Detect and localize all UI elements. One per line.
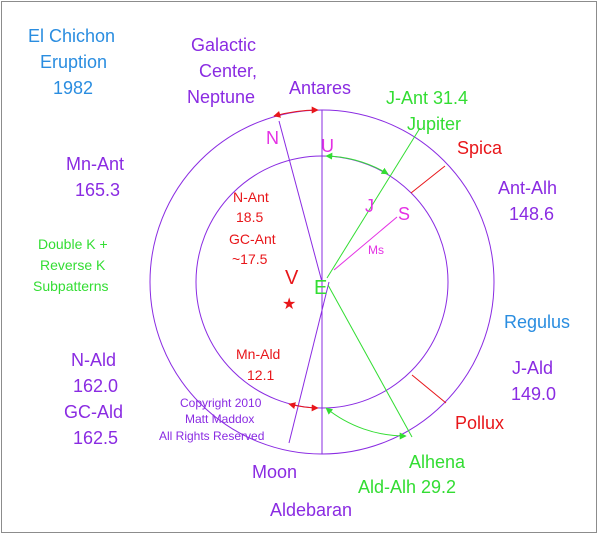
label-moon: Moon <box>252 462 297 482</box>
label-antares: Antares <box>289 78 351 98</box>
label-gc-ald-value: 162.5 <box>73 428 118 448</box>
copyright-line3: All Rights Reserved <box>159 429 264 443</box>
arc-mn-ald <box>288 402 319 412</box>
label-gc-ant-value: ~17.5 <box>232 251 268 267</box>
label-regulus: Regulus <box>504 312 570 332</box>
label-jupiter: Jupiter <box>407 114 461 134</box>
arc-n-ant <box>273 106 319 118</box>
arc-j-ant <box>325 152 389 175</box>
label-ms: Ms <box>368 243 384 257</box>
gc-line2: Center, <box>199 61 257 81</box>
label-n-ant-value: 18.5 <box>236 209 263 225</box>
jupiter-line <box>326 127 421 279</box>
label-gc-ant-name: GC-Ant <box>229 231 276 247</box>
label-ant-alh-value: 148.6 <box>509 204 554 224</box>
glyph-uranus: U <box>321 136 334 156</box>
label-n-ant-name: N-Ant <box>233 189 269 205</box>
pattern-line1: Double K + <box>38 236 108 252</box>
neptune-line <box>278 120 323 283</box>
label-j-ald-value: 149.0 <box>511 384 556 404</box>
label-mn-ald-value: 12.1 <box>247 367 274 383</box>
label-ant-alh-name: Ant-Alh <box>498 178 557 198</box>
spica-line <box>410 165 446 194</box>
label-alhena: Alhena <box>409 452 466 472</box>
gc-line1: Galactic <box>191 35 256 55</box>
copyright-line1: Copyright 2010 <box>180 396 262 410</box>
event-title-line1: El Chichon <box>28 26 115 46</box>
glyph-neptune: N <box>266 128 279 148</box>
glyph-venus: V <box>285 267 299 289</box>
label-spica: Spica <box>457 138 503 158</box>
label-aldebaran: Aldebaran <box>270 500 352 520</box>
moon-line <box>288 281 330 444</box>
star-icon: ★ <box>282 296 296 313</box>
label-n-ald-value: 162.0 <box>73 376 118 396</box>
label-j-ald-name: J-Ald <box>512 358 553 378</box>
label-j-ant: J-Ant 31.4 <box>386 88 468 108</box>
label-gc-ald-name: GC-Ald <box>64 402 123 422</box>
label-pollux: Pollux <box>455 413 504 433</box>
glyph-jupiter: J <box>365 196 374 216</box>
saturn-line <box>333 216 398 271</box>
label-mn-ald-name: Mn-Ald <box>236 346 280 362</box>
event-year: 1982 <box>53 78 93 98</box>
event-title-line2: Eruption <box>40 52 107 72</box>
arc-ald-alh <box>325 407 407 440</box>
pattern-line2: Reverse K <box>40 257 106 273</box>
glyph-earth: E <box>314 277 327 299</box>
glyph-saturn: S <box>398 204 410 224</box>
pollux-line <box>411 374 447 404</box>
label-mn-ant-name: Mn-Ant <box>66 154 124 174</box>
label-n-ald-name: N-Ald <box>71 350 116 370</box>
gc-line3: Neptune <box>187 87 255 107</box>
label-ald-alh: Ald-Alh 29.2 <box>358 477 456 497</box>
pattern-line3: Subpatterns <box>33 278 109 294</box>
label-mn-ant-value: 165.3 <box>75 180 120 200</box>
copyright-line2: Matt Maddox <box>185 412 254 426</box>
alhena-line <box>327 284 413 438</box>
